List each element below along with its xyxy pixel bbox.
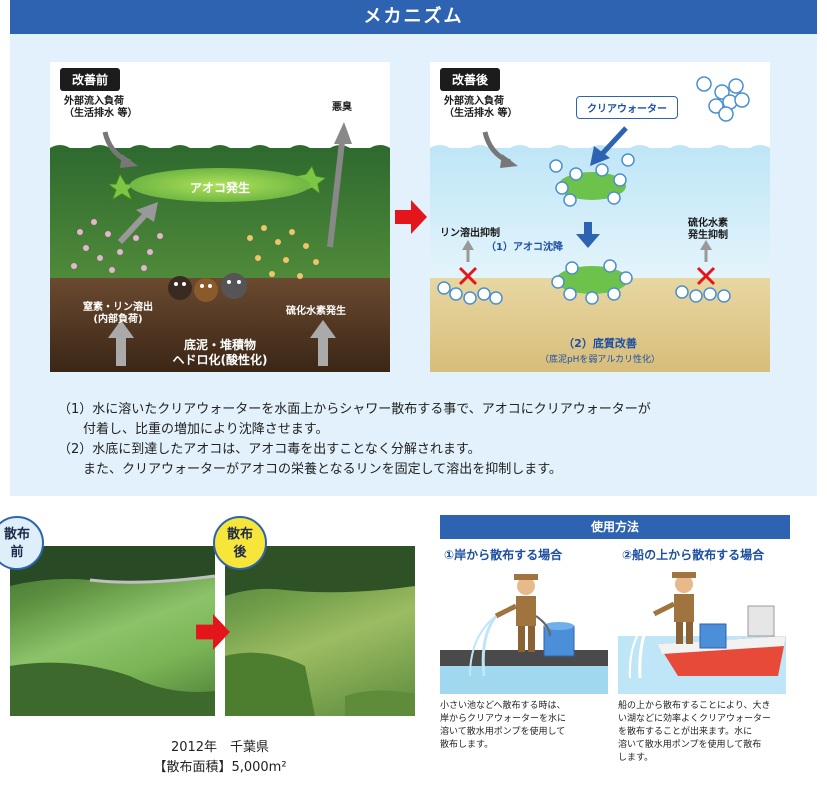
description-line-2: 付着し、比重の増加により沈降させます。 xyxy=(83,422,329,437)
improve-note: （底泥pHを弱アルカリ性化） xyxy=(539,355,661,365)
boat-spraying-illustration xyxy=(618,566,786,694)
method1-title: ①岸から散布する場合 xyxy=(444,548,563,562)
clear-water-beads-icon xyxy=(437,76,750,305)
clear-water-label: クリアウォーター xyxy=(576,96,678,119)
before-tag: 改善前 xyxy=(60,68,121,91)
description-line-1: （1）水に溶いたクリアウォーターを水面上からシャワー散布する事で、アオコにクリア… xyxy=(58,402,651,417)
before-badge: 散布前 xyxy=(0,516,44,570)
before-arrows xyxy=(71,122,352,366)
h2s-suppress-label: 硫化水素発生抑制 xyxy=(688,218,728,241)
algae-star-left-icon xyxy=(106,172,138,202)
release-label: 窒素・リン溶出(内部負荷) xyxy=(83,302,153,325)
water-surface-wave xyxy=(50,145,390,152)
algae-bloom xyxy=(130,168,310,202)
smell-arrow xyxy=(327,141,345,248)
sediment-layer xyxy=(50,278,390,372)
after-arrows xyxy=(437,76,750,305)
sink-label: （1）アオコ沈降 xyxy=(486,242,563,253)
after-panel: 改善後 外部流入負荷（生活排水 等） クリアウォーター xyxy=(430,62,770,372)
sludge-faces-icon xyxy=(168,273,247,302)
mechanism-section: 改善前 外部流入負荷（生活排水 等） 悪臭 xyxy=(10,34,817,496)
sink-arrow-icon xyxy=(584,222,592,236)
after-tag: 改善後 xyxy=(440,68,501,91)
photo-after-spraying xyxy=(225,546,415,716)
improve-label: （2）底質改善 xyxy=(563,337,637,350)
after-badge: 散布後 xyxy=(213,516,267,570)
inflow-label: 外部流入負荷（生活排水 等） xyxy=(64,96,138,119)
photo-caption-area: 【散布面積】5,000m² xyxy=(153,760,287,775)
description-line-3: （2）水底に到達したアオコは、アオコ毒を出すことなく分解されます。 xyxy=(58,442,481,457)
usage-header: 使用方法 xyxy=(440,515,790,539)
clear-water-arrow xyxy=(600,126,628,156)
method2-title: ②船の上から散布する場合 xyxy=(622,548,765,562)
h2s-label: 硫化水素発生 xyxy=(286,306,346,317)
up-arrow-left xyxy=(116,336,126,366)
bloom-label: アオコ発生 xyxy=(189,181,250,195)
mechanism-description: （1）水に溶いたクリアウォーターを水面上からシャワー散布する事で、アオコにクリア… xyxy=(58,400,778,480)
smell-label: 悪臭 xyxy=(332,102,352,113)
inflow-label: 外部流入負荷（生活排水 等） xyxy=(444,96,518,119)
method1-description: 小さい池などへ散布する時は、 岸からクリアウォーターを水に 溶いて散水用ポンプを… xyxy=(440,701,567,750)
photo-caption-year: 2012年 千葉県 xyxy=(170,740,270,755)
transition-arrow-icon xyxy=(395,200,427,234)
mechanism-title: メカニズム xyxy=(363,6,464,27)
before-panel: 改善前 外部流入負荷（生活排水 等） 悪臭 xyxy=(50,62,390,372)
method2-description: 船の上から散布することにより、大き い湖などに効率よくクリアウォーター を散布す… xyxy=(618,701,772,763)
up-arrow-right xyxy=(318,336,328,366)
water-surface-wave xyxy=(430,145,770,152)
suppress-x-icon xyxy=(458,266,716,286)
sediment-label: 底泥・堆積物ヘドロ化(酸性化) xyxy=(172,338,268,367)
mechanism-header: メカニズム xyxy=(10,0,817,34)
description-line-4: また、クリアウォーターがアオコの栄養となるリンを固定して溶出を抑制します。 xyxy=(83,462,562,477)
release-arrow xyxy=(117,211,149,245)
phosphorus-label: リン溶出抑制 xyxy=(440,228,500,239)
shore-spraying-illustration xyxy=(440,566,608,694)
photo-arrow-icon xyxy=(196,614,230,650)
photo-before-spraying xyxy=(10,546,215,716)
